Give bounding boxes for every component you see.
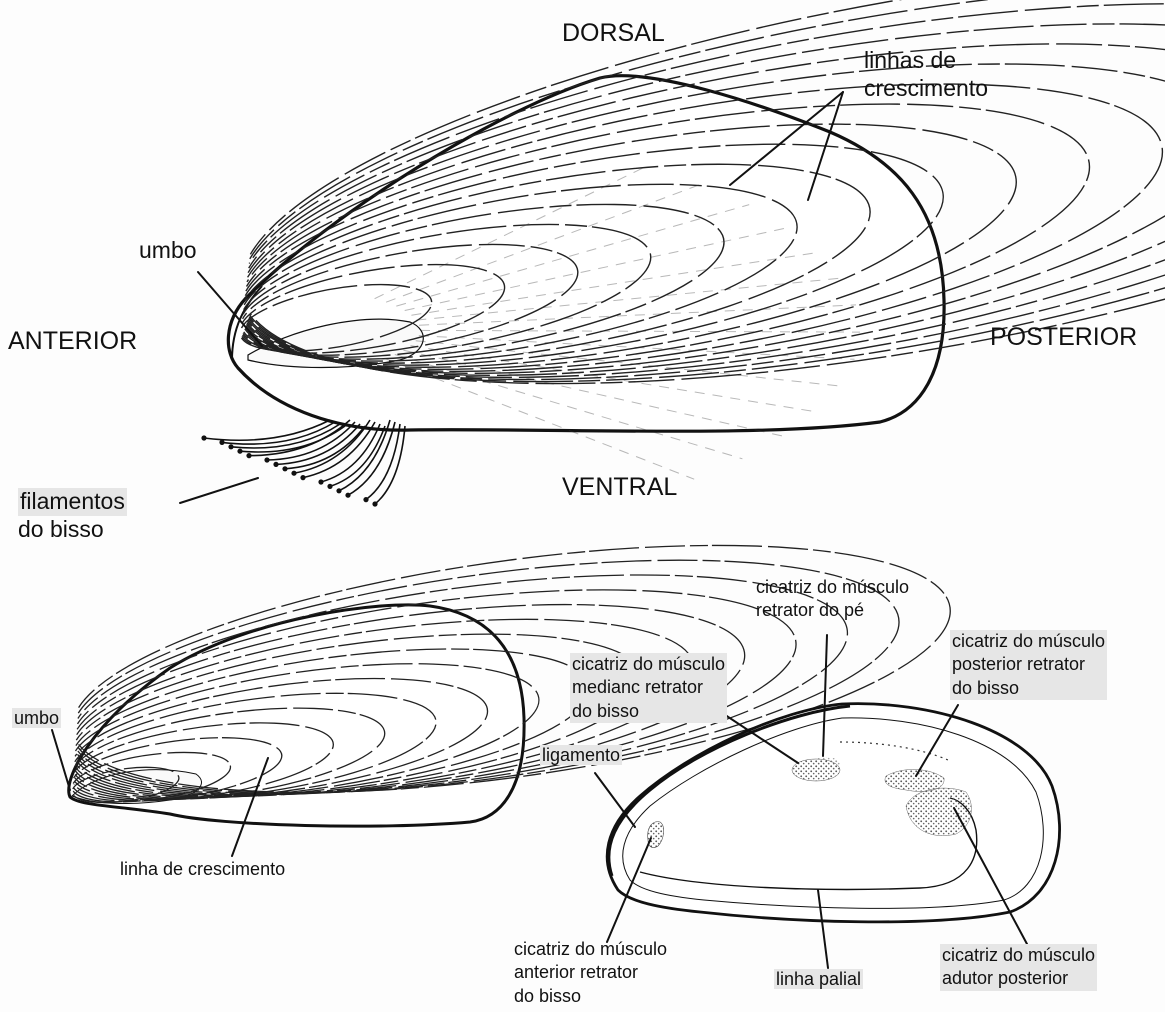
byssus-tip bbox=[318, 479, 323, 484]
label-ventral: VENTRAL bbox=[562, 472, 677, 502]
label-growth-line-small: linha de crescimento bbox=[120, 858, 285, 881]
label-posterior: POSTERIOR bbox=[990, 322, 1137, 352]
leader-ligament bbox=[595, 773, 635, 827]
label-growth-lines-line2: crescimento bbox=[864, 75, 988, 103]
byssus-tip bbox=[237, 449, 242, 454]
byssus-tip bbox=[201, 435, 206, 440]
label-umbo-top: umbo bbox=[139, 237, 197, 265]
byssus-tip bbox=[363, 497, 368, 502]
byssus-filament bbox=[204, 420, 330, 440]
label-posterior-adductor: cicatriz do músculo adutor posterior bbox=[940, 944, 1097, 991]
byssus-tip bbox=[264, 457, 269, 462]
label-anterior-retractor: cicatriz do músculo anterior retrator do… bbox=[514, 938, 667, 1008]
byssus-tip bbox=[372, 501, 377, 506]
byssus-tip bbox=[300, 475, 305, 480]
label-posterior-adductor-line1: cicatriz do músculo bbox=[940, 944, 1097, 967]
label-anterior-retractor-line1: cicatriz do músculo bbox=[514, 938, 667, 961]
byssus-tip bbox=[291, 471, 296, 476]
label-foot-retractor: cicatriz do músculo retrator do pé bbox=[756, 576, 909, 623]
label-posterior-retractor: cicatriz do músculo posterior retrator d… bbox=[950, 630, 1107, 700]
foot-retractor-scar-icon bbox=[812, 757, 840, 771]
byssus-tip bbox=[246, 453, 251, 458]
byssus-tip bbox=[336, 488, 341, 493]
label-foot-retractor-line2: retrator do pé bbox=[756, 599, 909, 622]
byssus-icon bbox=[201, 420, 405, 507]
label-dorsal: DORSAL bbox=[562, 18, 665, 48]
leader-umbo-small bbox=[52, 730, 70, 790]
byssus-tip bbox=[273, 462, 278, 467]
label-byssus-line1: filamentos bbox=[18, 488, 127, 516]
label-anterior: ANTERIOR bbox=[8, 326, 137, 356]
label-growth-lines: linhas de crescimento bbox=[864, 47, 988, 102]
label-median-retractor-line3: do bisso bbox=[570, 700, 727, 723]
label-byssus: filamentos do bisso bbox=[18, 488, 127, 543]
label-umbo-small-text: umbo bbox=[12, 708, 61, 728]
label-anterior-retractor-line2: anterior retrator bbox=[514, 961, 667, 984]
byssus-tip bbox=[219, 440, 224, 445]
top-shell-icon bbox=[228, 0, 1165, 479]
label-pallial-line-text: linha palial bbox=[774, 969, 863, 989]
byssus-tip bbox=[327, 484, 332, 489]
label-pallial-line: linha palial bbox=[774, 968, 863, 991]
label-posterior-retractor-line1: cicatriz do músculo bbox=[950, 630, 1107, 653]
label-umbo-small: umbo bbox=[12, 707, 61, 730]
leader-byssus bbox=[180, 478, 258, 503]
label-median-retractor-line2: medianc retrator bbox=[570, 676, 727, 699]
byssus-tip bbox=[345, 493, 350, 498]
label-anterior-retractor-line3: do bisso bbox=[514, 985, 667, 1008]
label-byssus-line2: do bisso bbox=[18, 516, 127, 544]
byssus-tip bbox=[282, 466, 287, 471]
label-posterior-retractor-line3: do bisso bbox=[950, 677, 1107, 700]
label-median-retractor: cicatriz do músculo medianc retrator do … bbox=[570, 653, 727, 723]
label-growth-lines-line1: linhas de bbox=[864, 47, 988, 75]
label-foot-retractor-line1: cicatriz do músculo bbox=[756, 576, 909, 599]
label-ligament: ligamento bbox=[540, 744, 622, 767]
byssus-filament bbox=[348, 422, 395, 495]
label-median-retractor-line1: cicatriz do músculo bbox=[570, 653, 727, 676]
label-posterior-retractor-line2: posterior retrator bbox=[950, 653, 1107, 676]
byssus-tip bbox=[228, 444, 233, 449]
label-posterior-adductor-line2: adutor posterior bbox=[940, 967, 1097, 990]
label-ligament-text: ligamento bbox=[540, 745, 622, 765]
